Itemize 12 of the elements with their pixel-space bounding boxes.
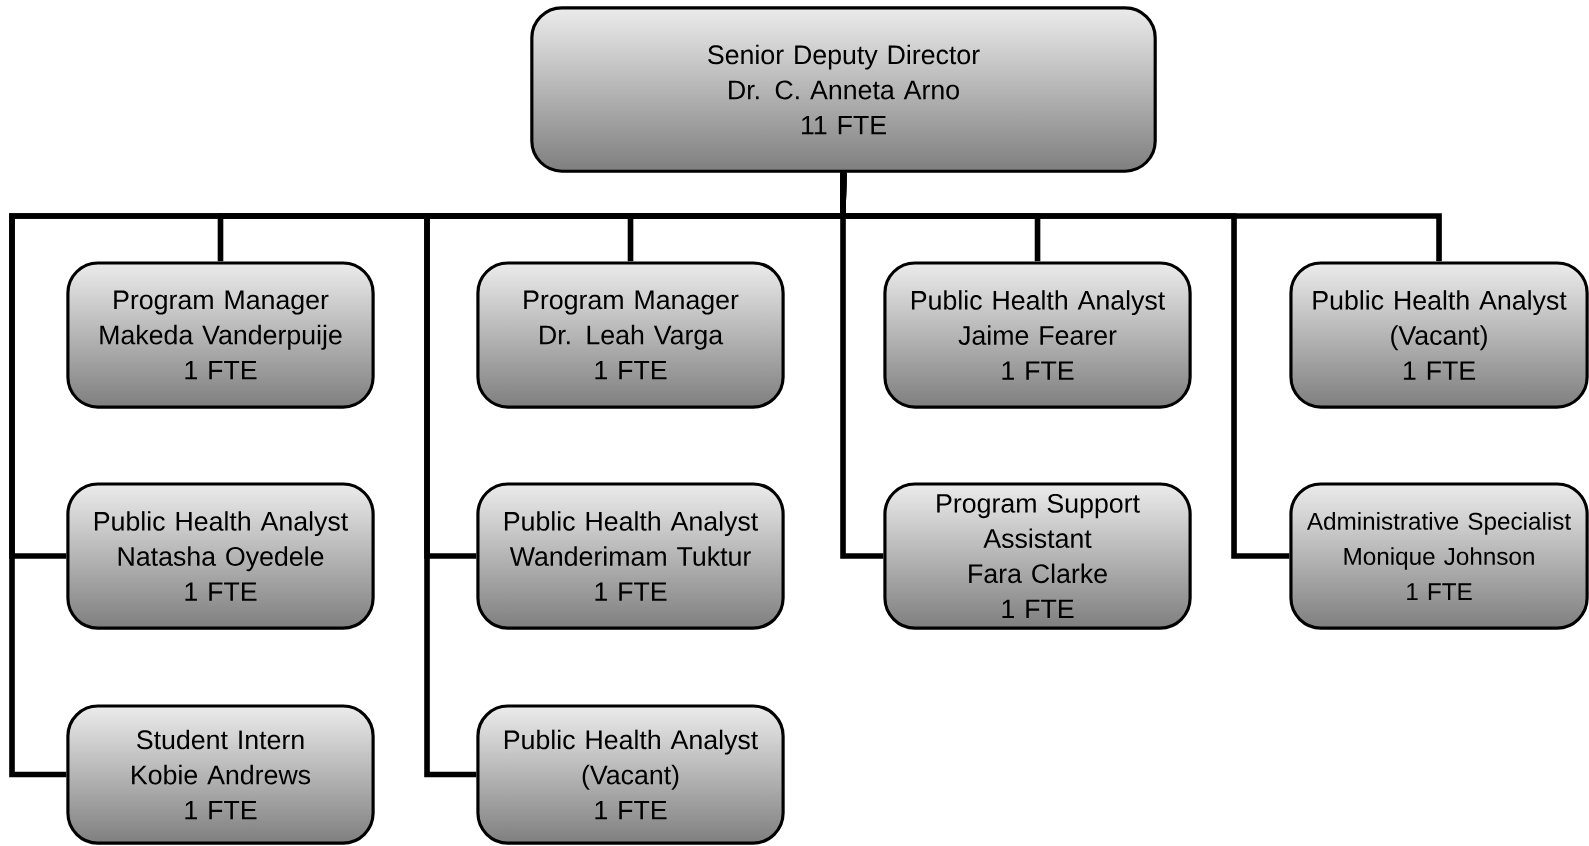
org-box: Public Health Analyst (Vacant) 1 FTE: [1289, 261, 1589, 409]
org-box: Program Manager Dr. Leah Varga 1 FTE: [476, 261, 785, 409]
org-box: Program Support Assistant Fara Clarke 1 FTE: [883, 482, 1192, 630]
org-box: Public Health Analyst Wanderimam Tuktur 1 FTE: [476, 482, 785, 630]
org-box: Public Health Analyst Natasha Oyedele 1 FTE: [66, 482, 375, 630]
org-box: Public Health Analyst Jaime Fearer 1 FTE: [883, 261, 1192, 409]
org-box: Student Intern Kobie Andrews 1 FTE: [66, 704, 375, 845]
org-box: Administrative Specialist Monique Johnson 1 FTE: [1289, 482, 1589, 630]
org-box: Senior Deputy Director Dr. C. Anneta Arno 11 FTE: [530, 6, 1157, 173]
org-box: Program Manager Makeda Vanderpuije 1 FTE: [66, 261, 375, 409]
org-box: Public Health Analyst (Vacant) 1 FTE: [476, 704, 785, 845]
connector-line: [424, 172, 847, 778]
